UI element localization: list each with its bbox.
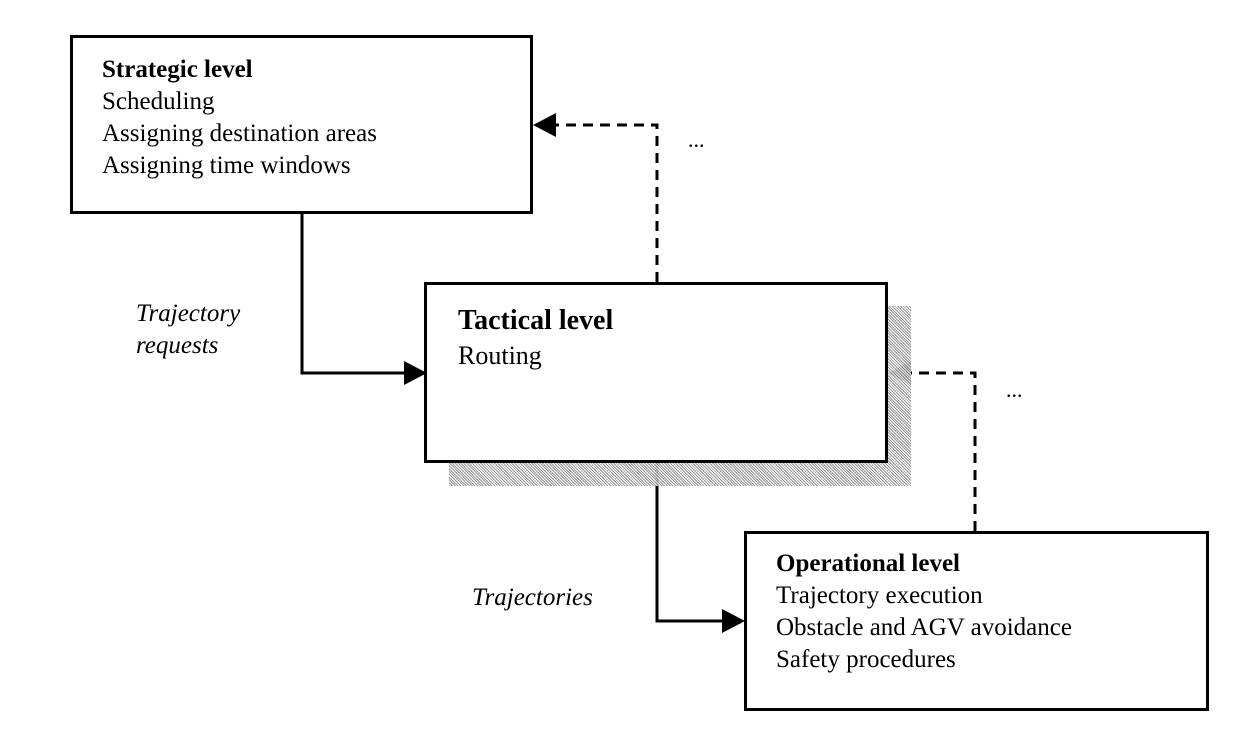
trajectory-requests-label: Trajectory requests [136, 298, 240, 362]
trajectory-requests-label-line2: requests [136, 332, 219, 359]
trajectory-requests-connector [300, 212, 404, 375]
feedback-to-tactical-connector [911, 371, 977, 531]
tactical-item-routing: Routing [458, 341, 542, 370]
strategic-item-destination-areas: Assigning destination areas [102, 120, 377, 147]
trajectory-requests-label-line1: Trajectory [136, 300, 241, 327]
strategic-level-title: Strategic level [102, 56, 253, 83]
strategic-level-box: Strategic level Scheduling Assigning des… [70, 35, 533, 214]
operational-level-box: Operational level Trajectory execution O… [744, 531, 1209, 711]
trajectories-label: Trajectories [472, 584, 593, 611]
operational-item-trajectory-execution: Trajectory execution [776, 582, 983, 609]
feedback-to-strategic-connector [556, 123, 659, 282]
trajectory-requests-arrowhead [404, 361, 427, 385]
trajectories-connector [655, 461, 722, 623]
strategic-feedback-ellipsis: ... [688, 127, 705, 152]
tactical-feedback-ellipsis: ... [1006, 377, 1023, 402]
trajectories-arrowhead [722, 609, 745, 633]
operational-level-title: Operational level [776, 550, 960, 577]
strategic-item-time-windows: Assigning time windows [102, 152, 351, 179]
strategic-item-scheduling: Scheduling [102, 88, 215, 115]
operational-item-obstacle-avoidance: Obstacle and AGV avoidance [776, 614, 1072, 641]
tactical-level-title: Tactical level [458, 305, 614, 336]
tactical-level-box: Tactical level Routing [424, 282, 888, 463]
feedback-to-strategic-arrowhead [533, 113, 556, 137]
operational-item-safety-procedures: Safety procedures [776, 646, 956, 673]
